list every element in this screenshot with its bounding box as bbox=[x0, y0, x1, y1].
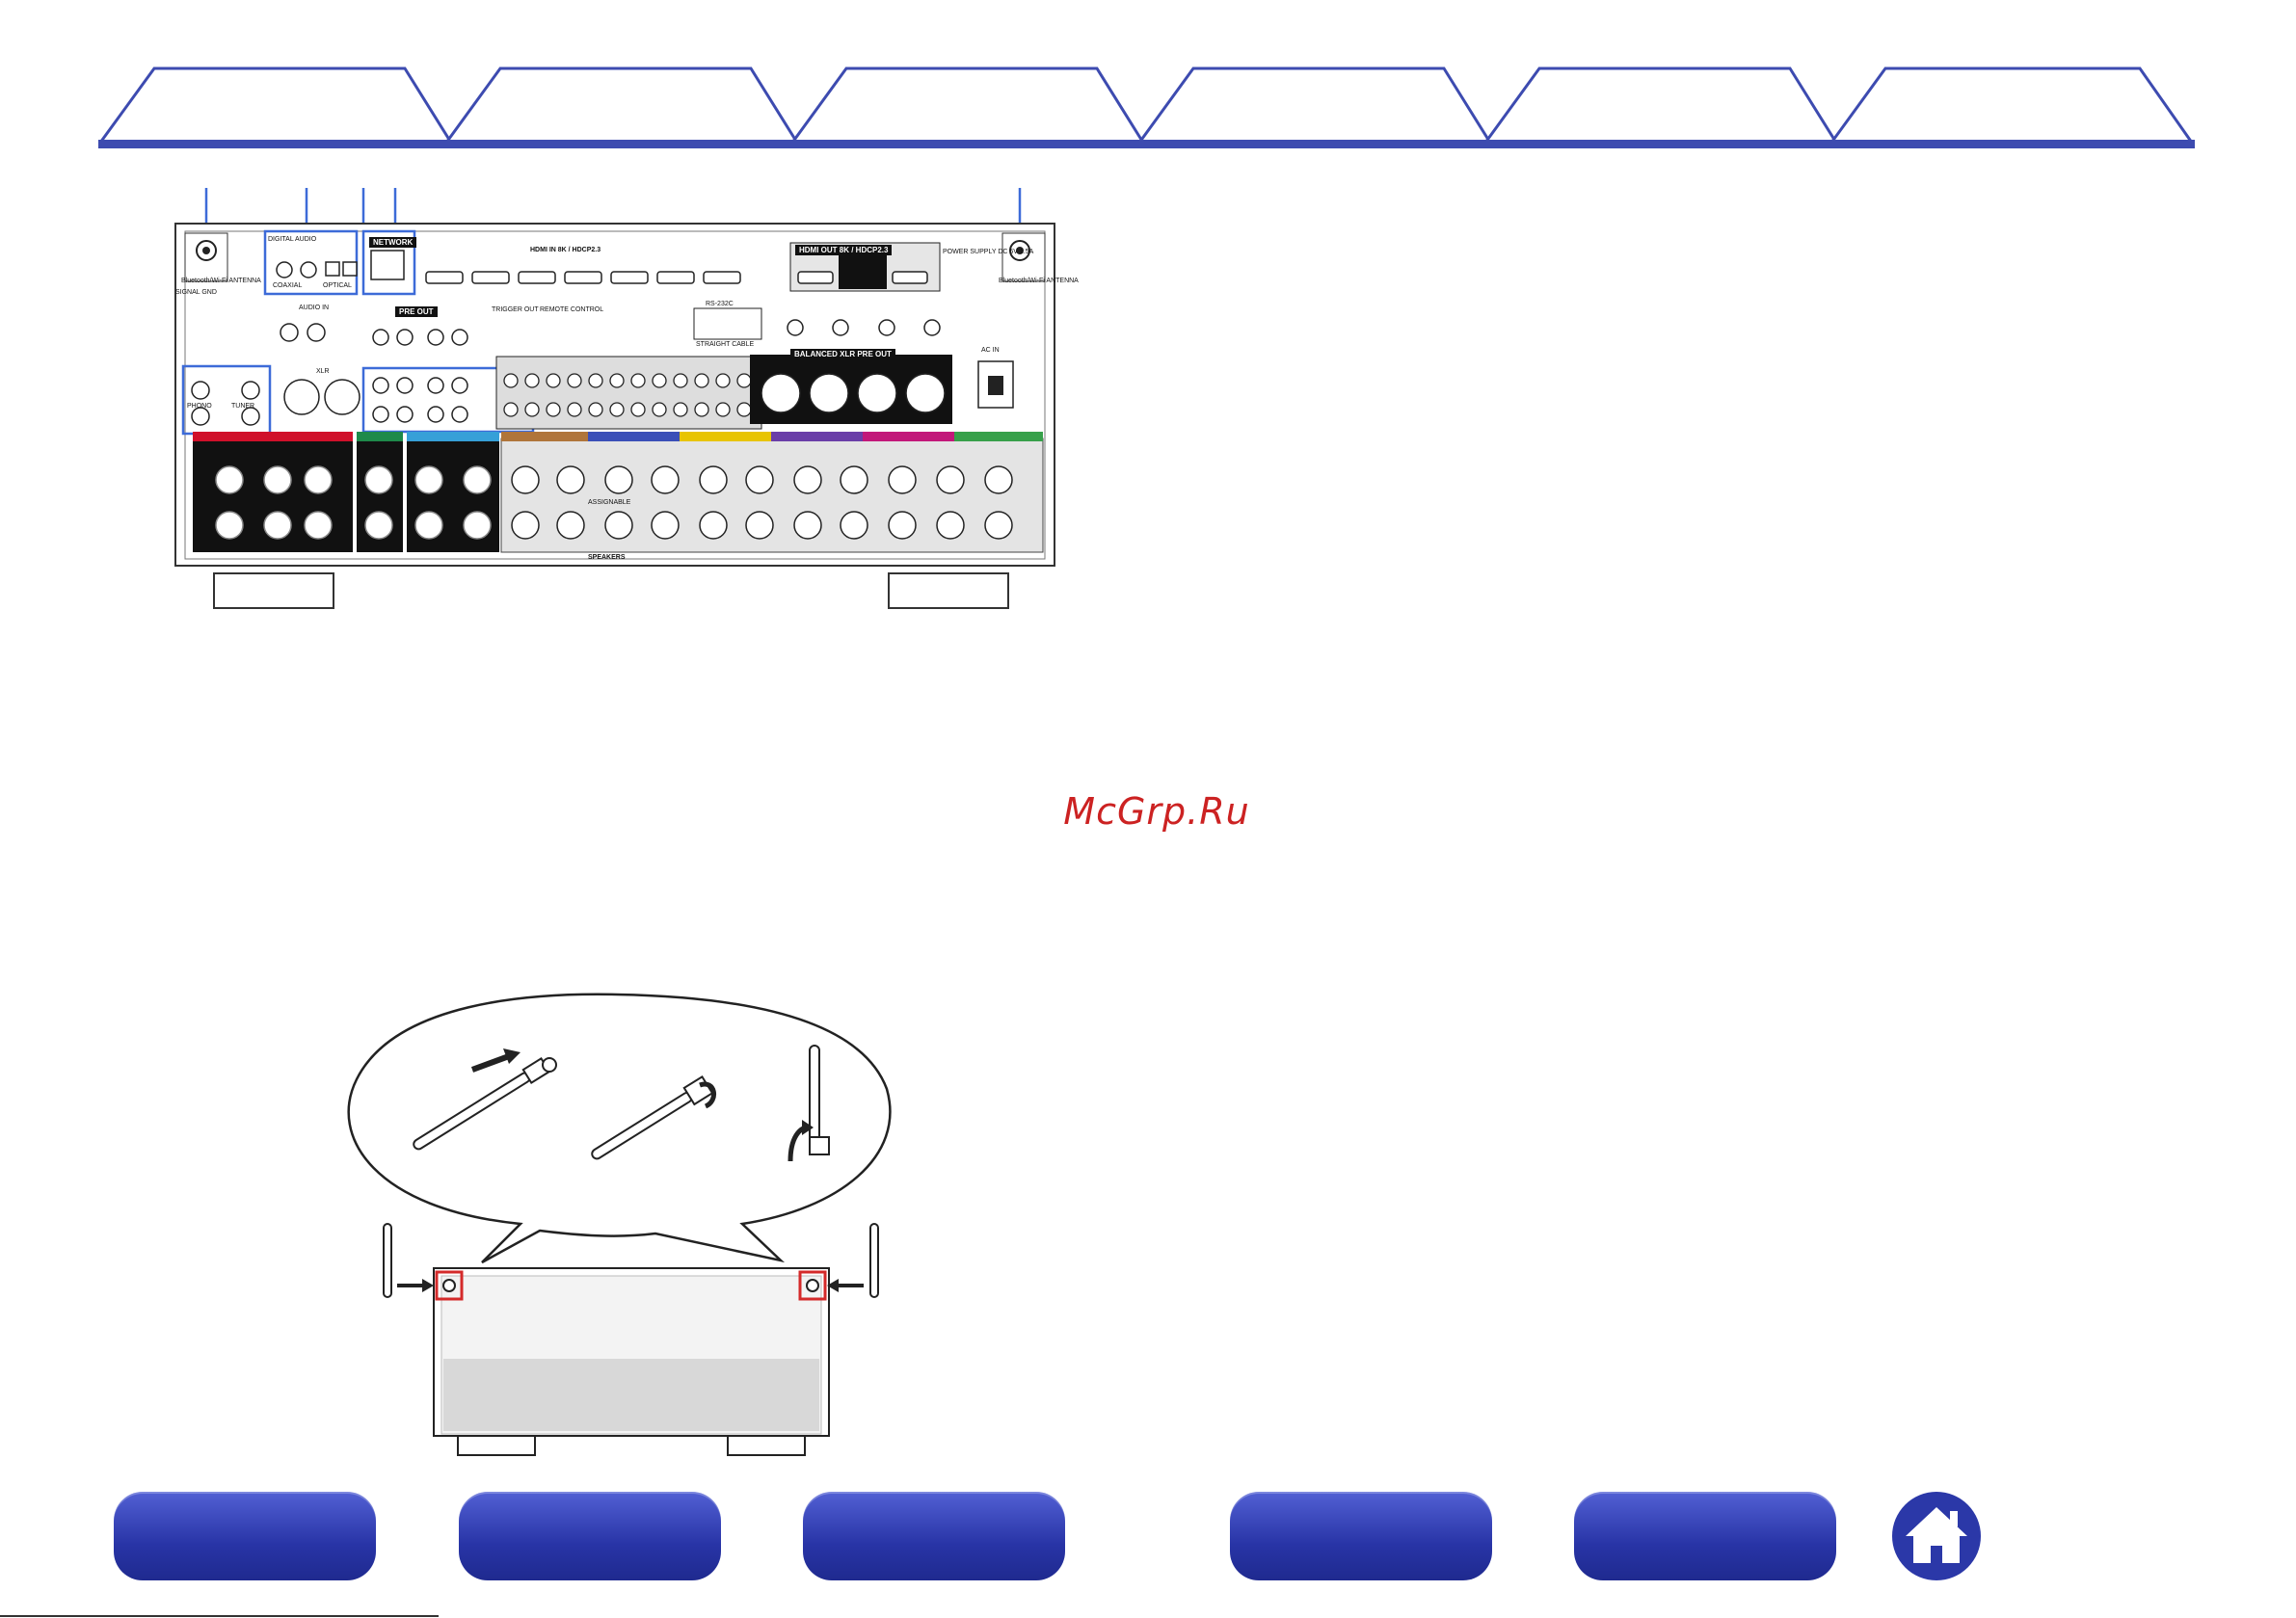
network-label: NETWORK bbox=[369, 237, 417, 248]
coaxial-label: COAXIAL bbox=[273, 282, 303, 289]
rs232c-label: RS-232C bbox=[706, 301, 734, 307]
antenna-attachment-illustration bbox=[337, 993, 896, 1474]
tab-bar bbox=[0, 0, 2296, 154]
nav-button-2[interactable] bbox=[459, 1492, 721, 1580]
digital-audio-label: DIGITAL AUDIO bbox=[268, 236, 317, 243]
hdmi-in-label: HDMI IN 8K / HDCP2.3 bbox=[530, 247, 601, 253]
nav-button-4[interactable] bbox=[1230, 1492, 1492, 1580]
pre-out-label: PRE OUT bbox=[395, 306, 438, 317]
xlr-label: XLR bbox=[316, 368, 330, 375]
audio-in-label: AUDIO IN bbox=[299, 305, 330, 311]
straight-cable-label: STRAIGHT CABLE bbox=[696, 341, 755, 348]
power-supply-label: POWER SUPPLY DC 5V 1.5A bbox=[943, 249, 1034, 255]
tuner-label: TUNER bbox=[231, 403, 255, 410]
ac-in-label: AC IN bbox=[981, 347, 1000, 354]
remote-control-label: REMOTE CONTROL bbox=[540, 306, 604, 313]
optical-label: OPTICAL bbox=[323, 282, 352, 289]
bt-antenna-left-label: Bluetooth/Wi-Fi ANTENNA bbox=[181, 278, 261, 284]
speakers-label: SPEAKERS bbox=[588, 554, 626, 561]
trigger-out-label: TRIGGER OUT bbox=[492, 306, 539, 313]
assignable-label: ASSIGNABLE bbox=[588, 499, 631, 506]
signal-gnd-label: SIGNAL GND bbox=[175, 289, 217, 296]
home-icon bbox=[1906, 1507, 1967, 1563]
balanced-xlr-label: BALANCED XLR PRE OUT bbox=[790, 349, 895, 359]
footer-rule bbox=[0, 1615, 439, 1617]
nav-button-5[interactable] bbox=[1574, 1492, 1836, 1580]
phono-label: PHONO bbox=[187, 403, 212, 410]
hdmi-out-label: HDMI OUT 8K / HDCP2.3 bbox=[795, 245, 893, 255]
nav-button-3[interactable] bbox=[803, 1492, 1065, 1580]
rear-panel-drawing bbox=[174, 188, 1055, 609]
bt-antenna-right-label: Bluetooth/Wi-Fi ANTENNA bbox=[999, 278, 1079, 284]
nav-button-1[interactable] bbox=[114, 1492, 376, 1580]
header-rule bbox=[98, 140, 2195, 148]
home-button[interactable] bbox=[1892, 1492, 1981, 1580]
rear-panel-illustration: Bluetooth/Wi-Fi ANTENNA SIGNAL GND DIGIT… bbox=[174, 183, 1079, 626]
watermark: McGrp.Ru bbox=[1063, 790, 1250, 833]
antenna-drawing bbox=[347, 993, 892, 1456]
